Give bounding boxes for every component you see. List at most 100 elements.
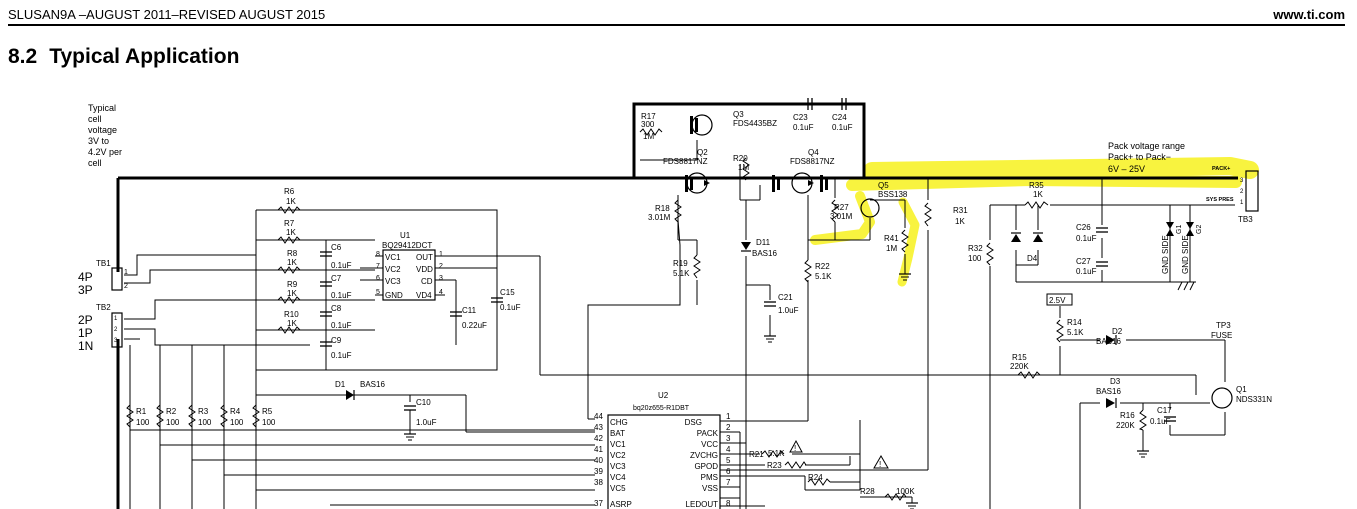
r19-ref: R19 xyxy=(673,259,688,268)
r16-value: 220K xyxy=(1116,421,1135,430)
ground-symbols xyxy=(403,267,1196,509)
r1-value: 100 xyxy=(136,418,150,427)
resistor-r14 xyxy=(1056,319,1064,343)
u2-ref: U2 xyxy=(658,391,669,400)
resistor-bank-r1-r5 xyxy=(126,404,260,428)
tb3-ref: TB3 xyxy=(1238,215,1253,224)
c11-value: 0.22uF xyxy=(462,321,487,330)
r6-value: 1K xyxy=(286,197,296,206)
q1-ref: Q1 xyxy=(1236,385,1247,394)
d4-ref: D4 xyxy=(1027,254,1038,263)
cap-bank-c6-c9 xyxy=(320,251,332,347)
fuse-label: FUSE xyxy=(1211,331,1232,340)
u2-pin-8: 8 xyxy=(726,499,731,508)
r27-value: 3.01M xyxy=(830,212,853,221)
u2-pin-gpod: GPOD xyxy=(694,462,718,471)
u2-pin-6: 6 xyxy=(726,467,731,476)
tb2-pin-2: 2 xyxy=(114,327,118,333)
c23-value: 0.1uF xyxy=(793,123,814,132)
u1-pin-1: 1 xyxy=(439,251,443,258)
u2-pin-2: 2 xyxy=(726,423,731,432)
r17-ref: R17 xyxy=(641,112,656,121)
r4-ref: R4 xyxy=(230,407,241,416)
mosfet-fills xyxy=(685,116,828,192)
c9-ref: C9 xyxy=(331,336,342,345)
tb2-label-1p: 1P xyxy=(78,326,93,340)
u2-pin-43: 43 xyxy=(594,423,603,432)
r20-ref: R20 xyxy=(733,154,748,163)
warning-mark-1: ! xyxy=(794,444,796,453)
c15-value: 0.1uF xyxy=(500,303,521,312)
u2-pin-vc4: VC4 xyxy=(610,473,626,482)
r14-ref: R14 xyxy=(1067,318,1082,327)
resistor-r2 xyxy=(156,404,164,428)
d3-part: BAS16 xyxy=(1096,387,1121,396)
u2-pin-vss: VSS xyxy=(702,484,718,493)
warning-triangle-2 xyxy=(873,455,889,469)
u1-pin-5: 5 xyxy=(376,289,380,296)
c27-ref: C27 xyxy=(1076,257,1091,266)
c10-ref: C10 xyxy=(416,398,431,407)
c24-ref: C24 xyxy=(832,113,847,122)
u2-pin-41: 41 xyxy=(594,445,603,454)
u1-pin-vc2: VC2 xyxy=(385,265,401,274)
diode-d2 xyxy=(1106,335,1117,345)
caps-c26-c27 xyxy=(1096,227,1108,267)
warning-mark-2: ! xyxy=(879,460,881,469)
r24-ref: R24 xyxy=(808,473,823,482)
u2-pin-asrp: ASRP xyxy=(610,500,632,509)
connector-tb1: TB1 4P 3P 1 2 xyxy=(78,259,128,297)
connector-tb3: TB3 PACK+ SYS PRES 3 2 1 xyxy=(1206,166,1259,224)
resistor-r15 xyxy=(1017,371,1041,379)
q3-part: FDS4435BZ xyxy=(733,119,777,128)
tb3-pin-3: 3 xyxy=(1240,178,1244,184)
cell-voltage-note-6: cell xyxy=(88,158,102,168)
r16-ref: R16 xyxy=(1120,411,1135,420)
resistor-r4 xyxy=(220,404,228,428)
cell-voltage-note-4: 3V to xyxy=(88,136,109,146)
c6-ref: C6 xyxy=(331,243,342,252)
r31-ref: R31 xyxy=(953,206,968,215)
c10-value: 1.0uF xyxy=(416,418,437,427)
diode-d4 xyxy=(1011,234,1043,242)
section-number: 8.2 xyxy=(8,45,38,68)
r7-value: 1K xyxy=(286,228,296,237)
u1-pin-vdd: VDD xyxy=(416,265,433,274)
diode-d11 xyxy=(741,242,751,252)
d2-part: BAS16 xyxy=(1096,337,1121,346)
tb1-pin-1: 1 xyxy=(124,269,128,276)
gnd-side-label-1: GND SIDE xyxy=(1161,235,1170,274)
spark-gaps xyxy=(1166,222,1194,236)
u1-pin-3: 3 xyxy=(439,275,443,282)
r15-value: 220K xyxy=(1010,362,1029,371)
resistor-r19 xyxy=(693,254,701,279)
u1-pin-out: OUT xyxy=(416,253,433,262)
d2-ref: D2 xyxy=(1112,327,1123,336)
r35-ref: R35 xyxy=(1029,181,1044,190)
r20-value: 1M xyxy=(738,163,749,172)
resistor-r20 xyxy=(742,157,750,181)
resistor-r17 xyxy=(639,128,663,136)
u2-pin-vc3: VC3 xyxy=(610,462,626,471)
tb2-pin-3: 3 xyxy=(114,338,118,344)
document-id-date: SLUSAN9A –AUGUST 2011–REVISED AUGUST 201… xyxy=(8,7,326,22)
u2-pin-dsg: DSG xyxy=(685,418,702,427)
u2-pin-37: 37 xyxy=(594,499,603,508)
u2-part: bq20z655-R1DBT xyxy=(633,405,690,412)
warning-triangle-1 xyxy=(789,439,803,453)
cap-c17 xyxy=(1164,416,1176,422)
r19-value: 5.1K xyxy=(673,269,690,278)
u1-pin-6: 6 xyxy=(376,275,380,282)
r6-ref: R6 xyxy=(284,187,295,196)
r18-value: 3.01M xyxy=(648,213,671,222)
warning-triangles xyxy=(789,439,889,469)
tb1-ref: TB1 xyxy=(96,259,111,268)
c17-value: 0.1uF xyxy=(1150,417,1171,426)
wiring xyxy=(116,102,1238,509)
u2-pin-39: 39 xyxy=(594,467,603,476)
c8-ref: C8 xyxy=(331,304,342,313)
resistor-r16 xyxy=(1138,409,1147,431)
diode-d3 xyxy=(1106,398,1117,408)
u2-pin-38: 38 xyxy=(594,478,603,487)
u1-pin-gnd: GND xyxy=(385,291,403,300)
